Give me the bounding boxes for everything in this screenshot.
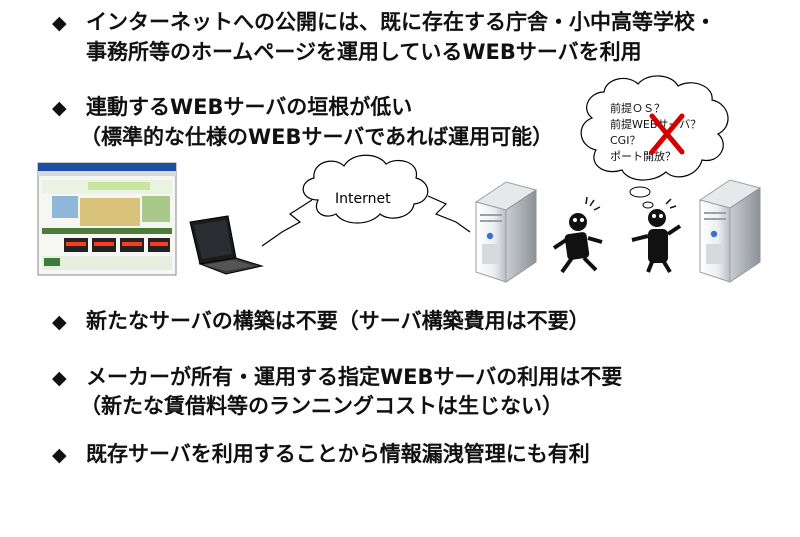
thought-dot xyxy=(629,186,651,198)
thought-dot xyxy=(642,201,654,209)
bullet-1-line-2: 事務所等のホームページを運用しているWEBサーバを利用 xyxy=(86,40,642,64)
diamond-bullet-icon: ◆ xyxy=(52,12,67,34)
bullet-4: ◆ メーカーが所有・運用する指定WEBサーバの利用は不要 xyxy=(52,363,622,392)
bullet-5-line-1: 既存サーバを利用することから情報漏洩管理にも有利 xyxy=(86,442,590,466)
website-screenshot-image xyxy=(37,162,177,276)
bullet-2-line-2: （標準的な仕様のWEBサーバであれば運用可能） xyxy=(80,125,554,149)
bullet-4-line-1: メーカーが所有・運用する指定WEBサーバの利用は不要 xyxy=(86,365,623,389)
thought-line-1: 前提ＯＳ？ xyxy=(610,101,665,115)
thought-line-3: CGI？ xyxy=(610,134,640,147)
laptop-icon xyxy=(189,215,264,275)
confused-person-icon xyxy=(552,196,603,274)
internet-cloud-icon xyxy=(302,154,429,224)
server-icon xyxy=(474,181,538,283)
bullet-1-line-1: インターネットへの公開には、既に存在する庁舎・小中高等学校・ xyxy=(86,10,716,34)
red-cross-icon xyxy=(649,113,685,155)
connection-line-right xyxy=(427,195,471,233)
thought-line-4: ポート開放？ xyxy=(610,149,676,163)
bullet-2-line-1: 連動するWEBサーバの垣根が低い xyxy=(86,95,413,119)
bullet-4-line-2: （新たな賃借料等のランニングコストは生じない） xyxy=(80,394,563,418)
thought-bubble xyxy=(580,75,729,181)
server-icon xyxy=(698,179,762,283)
diamond-bullet-icon: ◆ xyxy=(52,444,67,466)
bullet-1: ◆ インターネットへの公開には、既に存在する庁舎・小中高等学校・ xyxy=(52,8,716,37)
bullet-5: ◆ 既存サーバを利用することから情報漏洩管理にも有利 xyxy=(52,440,590,469)
confused-person-icon xyxy=(631,198,682,274)
cloud-label: Internet xyxy=(335,191,391,207)
thought-line-2: 前提WEBサーバ？ xyxy=(610,117,701,131)
connection-line-left xyxy=(261,199,313,247)
bullet-3-line-1: 新たなサーバの構築は不要（サーバ構築費用は不要） xyxy=(86,309,590,333)
diamond-bullet-icon: ◆ xyxy=(52,311,67,333)
diamond-bullet-icon: ◆ xyxy=(52,97,67,119)
diamond-bullet-icon: ◆ xyxy=(52,367,67,389)
bullet-3: ◆ 新たなサーバの構築は不要（サーバ構築費用は不要） xyxy=(52,307,590,336)
bullet-2: ◆ 連動するWEBサーバの垣根が低い xyxy=(52,93,412,122)
